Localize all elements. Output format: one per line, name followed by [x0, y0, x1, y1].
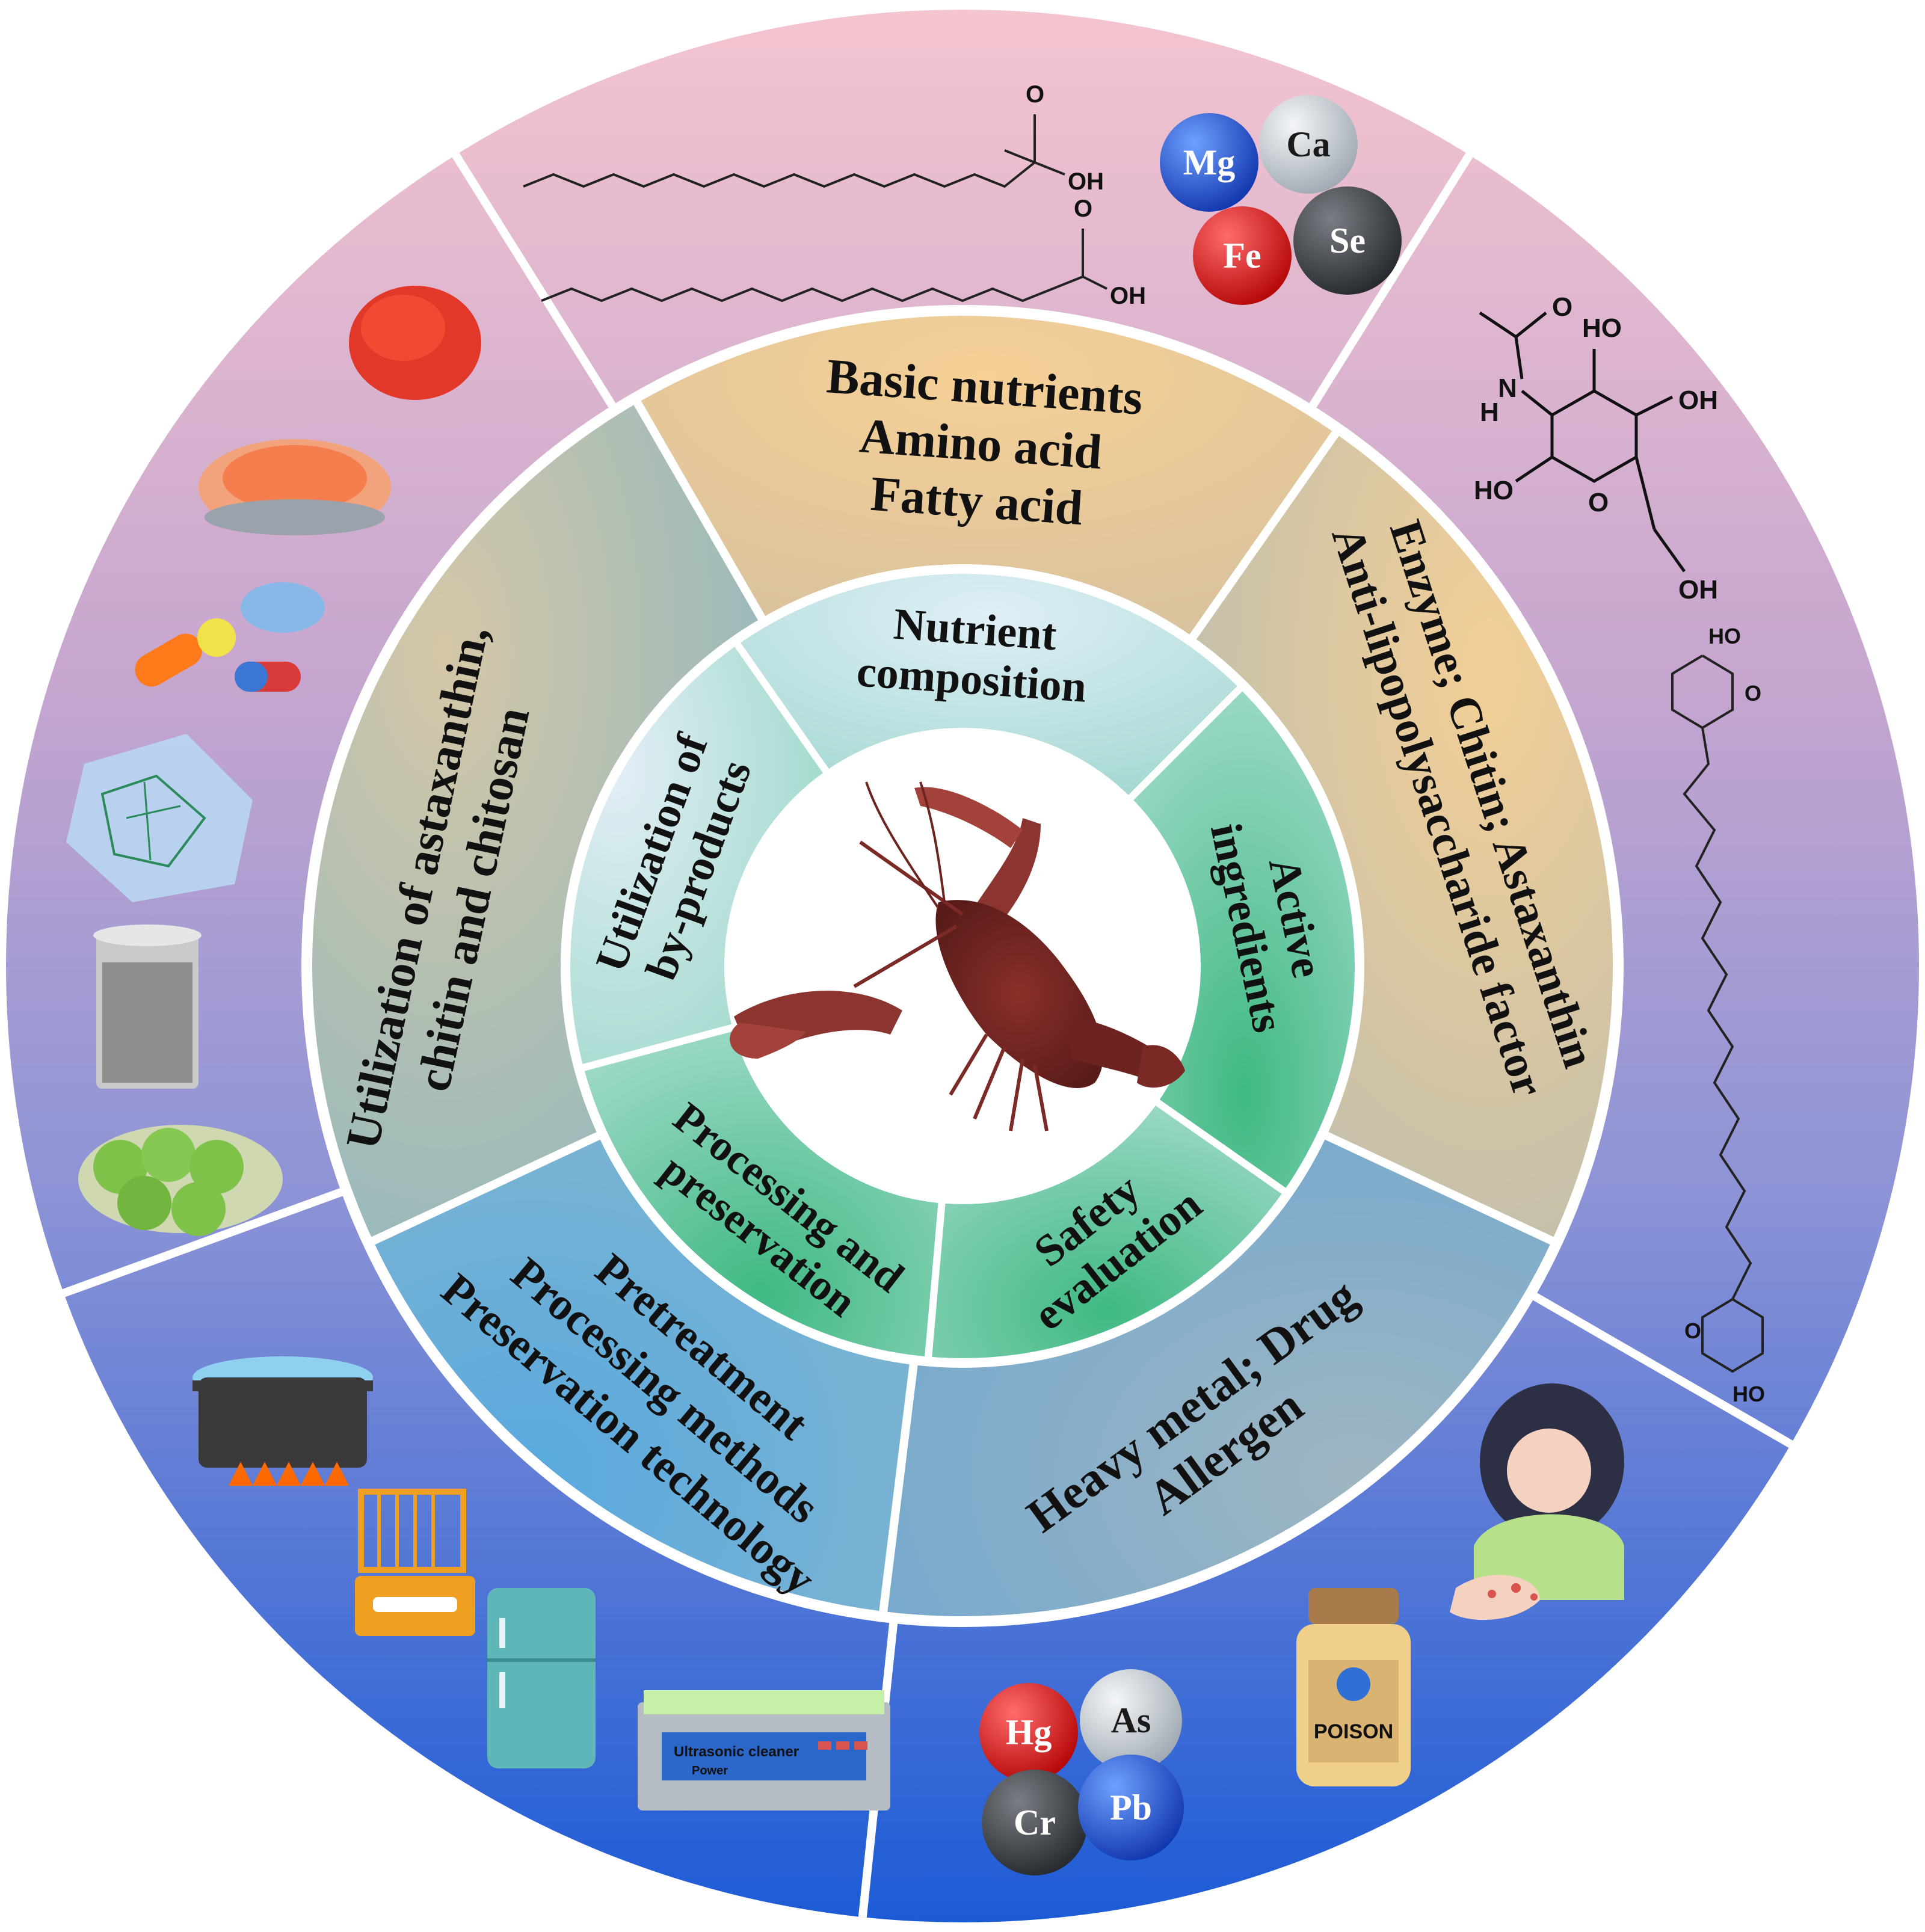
middle-label-nutrient: Basic nutrientsAmino acidFatty acid	[817, 348, 1145, 539]
outer-divider-1	[452, 152, 619, 413]
chem-label-oh-1: OH	[1068, 168, 1104, 195]
outer-active-section: O N H HO OH HO O OH HO O O HO	[1474, 292, 1765, 1406]
chem-label-oh-3: OH	[1678, 386, 1718, 415]
chem-label-oh-4: OH	[1678, 575, 1718, 605]
ultrasonic-cleaner-label: Ultrasonic cleaner	[674, 1744, 799, 1760]
outer-divider-2	[1306, 152, 1473, 413]
chem-label-ho-2: HO	[1474, 476, 1514, 505]
hydrogel-network-icon	[66, 734, 253, 902]
cooking-pot-icon	[192, 1356, 373, 1486]
crayfish-image	[730, 781, 1185, 1131]
element-label-pb: Pb	[1110, 1788, 1152, 1827]
chem-label-o-6: O	[1684, 1318, 1701, 1343]
fatty-acid-structure-1	[523, 114, 1065, 188]
element-label-as: As	[1111, 1700, 1151, 1740]
refrigerator-icon	[487, 1588, 596, 1768]
allergic-person-icon	[1450, 1383, 1624, 1620]
element-ball-ca	[1259, 95, 1358, 194]
fatty-acid-structure-2	[541, 229, 1107, 303]
middle-label-text-nutrient: Basic nutrientsAmino acidFatty acid	[817, 348, 1145, 539]
element-label-cr: Cr	[1014, 1803, 1056, 1842]
chem-label-ho-3: HO	[1708, 624, 1741, 648]
element-ball-se	[1293, 186, 1402, 295]
element-label-ca: Ca	[1286, 125, 1330, 164]
astaxanthin-structure	[1671, 654, 1764, 1373]
middle-ring-border	[301, 305, 1624, 1627]
chem-label-o-2: O	[1074, 195, 1092, 222]
outer-nutrient-section: O OH O OH Mg Ca Fe Se	[523, 81, 1402, 309]
outer-processing-section: Ultrasonic cleaner Power	[192, 1356, 890, 1810]
element-ball-mg	[1160, 113, 1258, 212]
packaged-fruit-icon	[78, 1125, 283, 1236]
deep-fryer-icon	[355, 1489, 475, 1636]
beaker-icon	[93, 924, 202, 1089]
element-ball-hg	[979, 1683, 1078, 1782]
outer-divider-3	[1528, 1290, 1793, 1448]
chem-label-o-4: O	[1588, 488, 1609, 517]
outer-byproducts-section	[66, 286, 481, 1236]
ultrasonic-cleaner-icon: Ultrasonic cleaner Power	[638, 1690, 890, 1810]
astaxanthin-powder-icon	[349, 286, 481, 400]
chem-label-n: N	[1498, 374, 1517, 403]
element-label-mg: Mg	[1183, 143, 1236, 182]
n-acetylglucosamine-structure	[1479, 311, 1686, 573]
poison-bottle-icon: POISON	[1296, 1588, 1411, 1786]
element-ball-as	[1080, 1669, 1182, 1771]
element-label-fe: Fe	[1223, 236, 1261, 275]
chem-label-h: H	[1480, 398, 1499, 427]
power-label: Power	[692, 1764, 728, 1777]
chem-label-oh-2: OH	[1110, 283, 1146, 309]
chem-label-o-1: O	[1026, 81, 1044, 108]
chem-label-o-5: O	[1745, 681, 1761, 706]
poison-label: POISON	[1314, 1720, 1393, 1743]
salmon-steak-icon	[199, 439, 391, 535]
outer-divider-5	[62, 1186, 348, 1297]
element-ball-fe	[1193, 206, 1292, 305]
chem-label-ho-4: HO	[1732, 1382, 1765, 1406]
chem-label-ho-1: HO	[1582, 313, 1622, 343]
inner-ring-border	[561, 564, 1364, 1368]
element-ball-cr	[982, 1770, 1088, 1875]
element-label-se: Se	[1329, 221, 1366, 260]
outer-safety-section: Hg As Cr Pb POISON	[979, 1383, 1624, 1875]
element-ball-pb	[1078, 1755, 1184, 1860]
pills-icon	[135, 582, 325, 692]
element-label-hg: Hg	[1006, 1712, 1052, 1752]
chem-label-o-3: O	[1552, 292, 1572, 322]
